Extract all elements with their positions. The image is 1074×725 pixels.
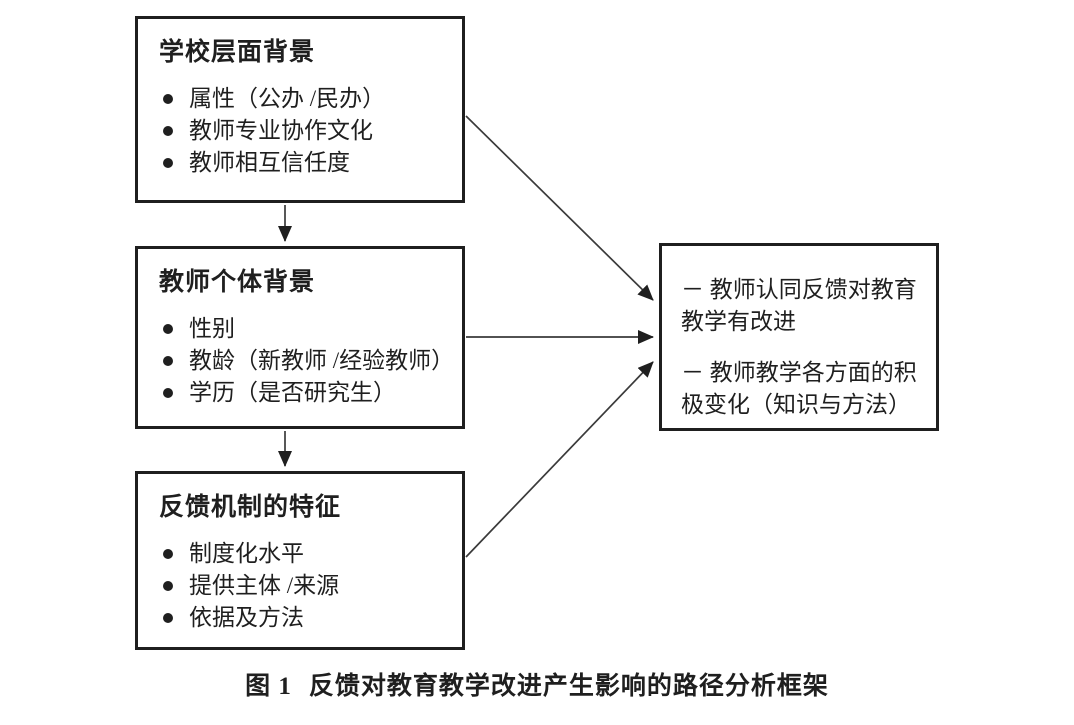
bullet-list: 制度化水平 提供主体 /来源 依据及方法 <box>138 538 462 634</box>
list-item: 属性（公办 /民办） <box>163 83 454 115</box>
box-teacher-individual-background: 教师个体背景 性别 教龄（新教师 /经验教师） 学历（是否研究生） <box>135 246 465 429</box>
bullet-icon <box>163 549 173 559</box>
list-item-text: 学历（是否研究生） <box>189 380 396 405</box>
bullet-icon <box>163 126 173 136</box>
list-item-text: 教师相互信任度 <box>189 150 350 175</box>
outcome-item: － 教师认同反馈对教育 教学有改进 <box>681 277 917 334</box>
box-title: 教师个体背景 <box>159 269 316 296</box>
box-feedback-mechanism-features: 反馈机制的特征 制度化水平 提供主体 /来源 依据及方法 <box>135 471 465 650</box>
box-school-level-background: 学校层面背景 属性（公办 /民办） 教师专业协作文化 教师相互信任度 <box>135 16 465 203</box>
list-item-text: 制度化水平 <box>189 541 304 566</box>
bullet-list: 性别 教龄（新教师 /经验教师） 学历（是否研究生） <box>138 313 462 409</box>
list-item-text: 属性（公办 /民办） <box>189 86 386 111</box>
figure-caption-text: 反馈对教育教学改进产生影响的路径分析框架 <box>308 673 829 700</box>
outcome-item: － 教师教学各方面的积 极变化（知识与方法） <box>681 360 917 417</box>
arrow-feedback-to-outcome <box>465 361 654 558</box>
list-item: 教师相互信任度 <box>163 147 454 179</box>
arrow-school-to-outcome <box>465 115 654 301</box>
box-title: 反馈机制的特征 <box>159 494 342 521</box>
list-item: 教龄（新教师 /经验教师） <box>163 345 454 377</box>
bullet-icon <box>163 388 173 398</box>
list-item: 制度化水平 <box>163 538 454 570</box>
list-item: 学历（是否研究生） <box>163 377 454 409</box>
list-item: 依据及方法 <box>163 602 454 634</box>
bullet-list: 属性（公办 /民办） 教师专业协作文化 教师相互信任度 <box>138 83 462 179</box>
figure-caption-label: 图 1 <box>245 673 292 700</box>
list-item: 提供主体 /来源 <box>163 570 454 602</box>
list-item-text: 教师专业协作文化 <box>189 118 373 143</box>
list-item-text: 提供主体 /来源 <box>189 573 340 598</box>
list-item: 教师专业协作文化 <box>163 115 454 147</box>
list-item: 性别 <box>163 313 454 345</box>
bullet-icon <box>163 324 173 334</box>
bullet-icon <box>163 94 173 104</box>
bullet-icon <box>163 158 173 168</box>
bullet-icon <box>163 356 173 366</box>
list-item-text: 性别 <box>189 316 235 341</box>
figure-caption: 图 1 反馈对教育教学改进产生影响的路径分析框架 <box>0 666 1074 702</box>
list-item-text: 教龄（新教师 /经验教师） <box>189 348 455 373</box>
box-outcomes: － 教师认同反馈对教育 教学有改进 － 教师教学各方面的积 极变化（知识与方法） <box>659 243 939 431</box>
bullet-icon <box>163 581 173 591</box>
bullet-icon <box>163 613 173 623</box>
list-item-text: 依据及方法 <box>189 605 304 630</box>
box-title: 学校层面背景 <box>159 39 316 66</box>
